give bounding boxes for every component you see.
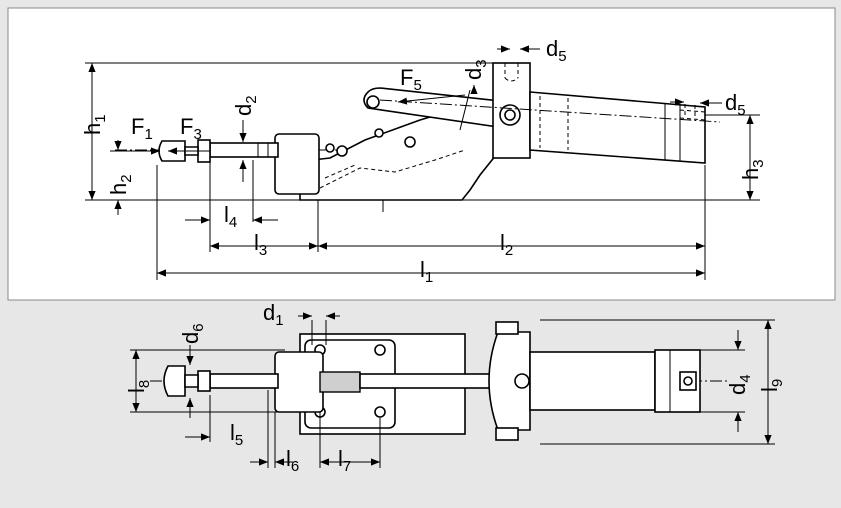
top-view — [130, 312, 775, 468]
label-d3: d3 — [461, 59, 490, 80]
spindle-head — [274, 133, 320, 195]
label-d5-top: d5 — [546, 36, 567, 65]
pressure-pad-top — [163, 365, 186, 397]
label-h3: h3 — [738, 159, 767, 180]
label-d2: d2 — [231, 95, 260, 116]
label-l7: l7 — [338, 446, 351, 475]
label-l5: l5 — [230, 420, 243, 449]
side-view — [85, 45, 760, 280]
cylinder — [529, 91, 706, 164]
label-d5-right: d5 — [725, 90, 746, 119]
label-l3: l3 — [254, 230, 267, 259]
slide-block — [274, 351, 324, 413]
label-l4: l4 — [224, 202, 237, 231]
label-d1: d1 — [263, 300, 284, 329]
label-d6: d6 — [178, 323, 207, 344]
label-F5: F5 — [400, 65, 422, 94]
label-F1: F1 — [131, 114, 153, 143]
label-h1: h1 — [80, 114, 109, 135]
label-d4: d4 — [725, 374, 754, 395]
label-h2: h2 — [106, 174, 135, 195]
label-l9: l9 — [757, 379, 786, 392]
label-l2: l2 — [500, 230, 513, 259]
label-l8: l8 — [124, 380, 153, 393]
label-F3: F3 — [180, 114, 202, 143]
label-l1: l1 — [420, 257, 433, 286]
label-l6: l6 — [286, 446, 299, 475]
